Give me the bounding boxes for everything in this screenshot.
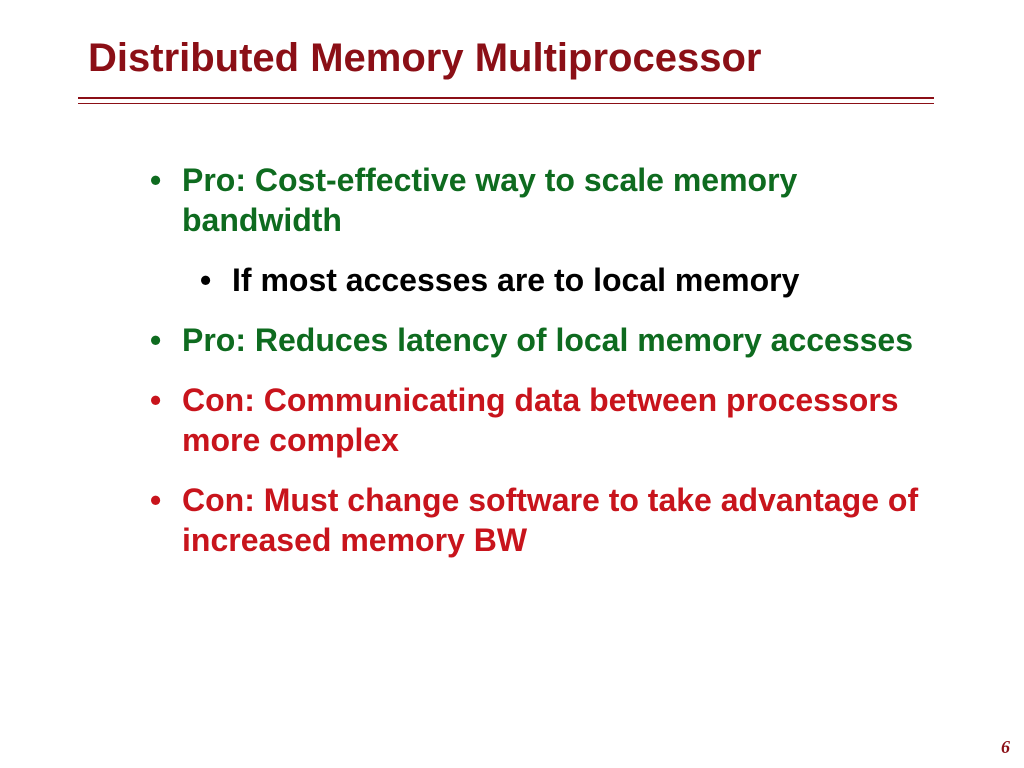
- title-underline-thin: [78, 103, 934, 104]
- bullet-list: • Pro: Cost-effective way to scale memor…: [148, 160, 948, 580]
- bullet-item: • Pro: Cost-effective way to scale memor…: [148, 160, 948, 240]
- sub-bullet-item: • If most accesses are to local memory: [200, 260, 948, 300]
- slide-title: Distributed Memory Multiprocessor: [88, 36, 762, 80]
- page-number: 6: [1001, 737, 1010, 757]
- bullet-dot: •: [150, 382, 162, 418]
- bullet-text: Con: Communicating data between processo…: [182, 382, 899, 458]
- bullet-text: Pro: Cost-effective way to scale memory …: [182, 162, 798, 238]
- bullet-dot: •: [150, 482, 162, 518]
- bullet-text: Pro: Reduces latency of local memory acc…: [182, 322, 914, 358]
- bullet-dot: •: [150, 322, 162, 358]
- bullet-item: • Con: Communicating data between proces…: [148, 380, 948, 460]
- sub-bullet-text: If most accesses are to local memory: [232, 262, 800, 298]
- bullet-item: • Pro: Reduces latency of local memory a…: [148, 320, 948, 360]
- bullet-text: Con: Must change software to take advant…: [182, 482, 919, 558]
- bullet-dot: •: [200, 262, 212, 298]
- bullet-item: • Con: Must change software to take adva…: [148, 480, 948, 560]
- bullet-dot: •: [150, 162, 162, 198]
- title-underline: [78, 97, 934, 99]
